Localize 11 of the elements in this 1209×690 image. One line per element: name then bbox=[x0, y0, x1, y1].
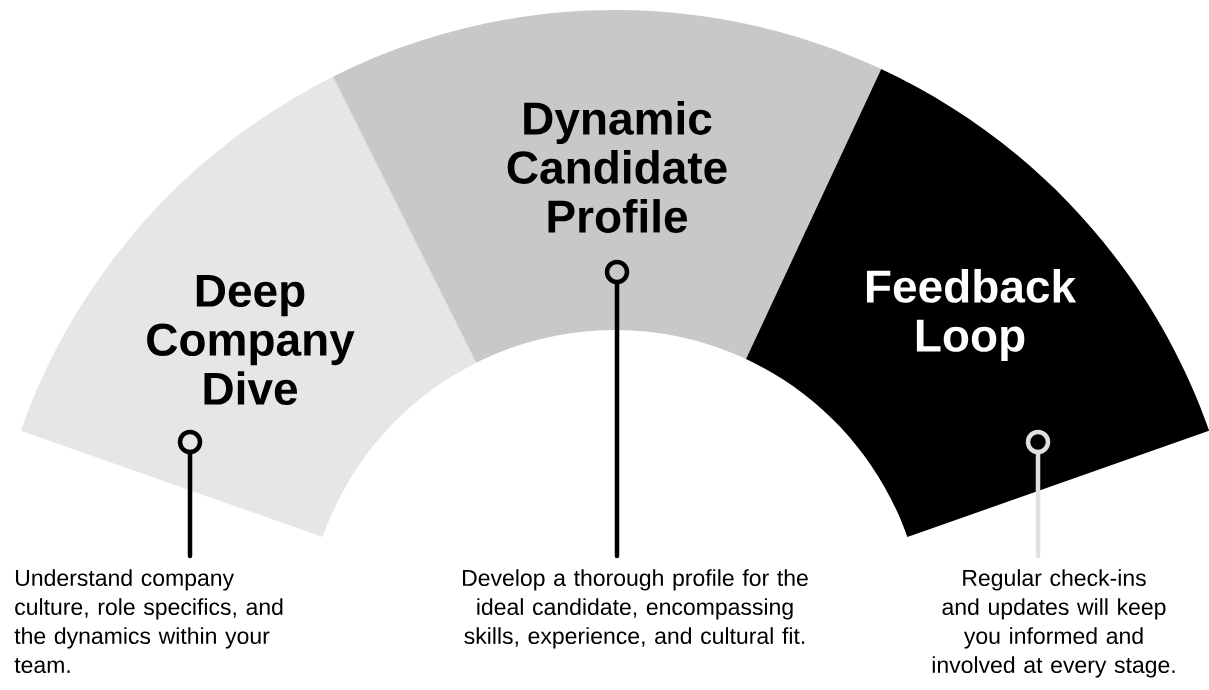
circle-marker bbox=[604, 259, 630, 285]
sector-segment: Feedback Loop bbox=[746, 69, 1209, 537]
leader-line bbox=[187, 452, 193, 559]
leader-line bbox=[1035, 452, 1041, 559]
circle-marker bbox=[177, 429, 203, 455]
description-text: Regular check-ins and updates will keep you informed and involved at every stage. bbox=[932, 569, 1175, 678]
leader-line bbox=[614, 282, 620, 559]
circle-marker bbox=[1025, 429, 1051, 455]
description-text: Understand company culture, role specifics, and the dynamics within your team. bbox=[14, 569, 283, 674]
description-text: Develop a thorough profile for the ideal candidate, encompassing skills, experience, and cultural fit. bbox=[463, 569, 808, 649]
sector-segment: Deep Company Dive bbox=[20, 76, 477, 537]
